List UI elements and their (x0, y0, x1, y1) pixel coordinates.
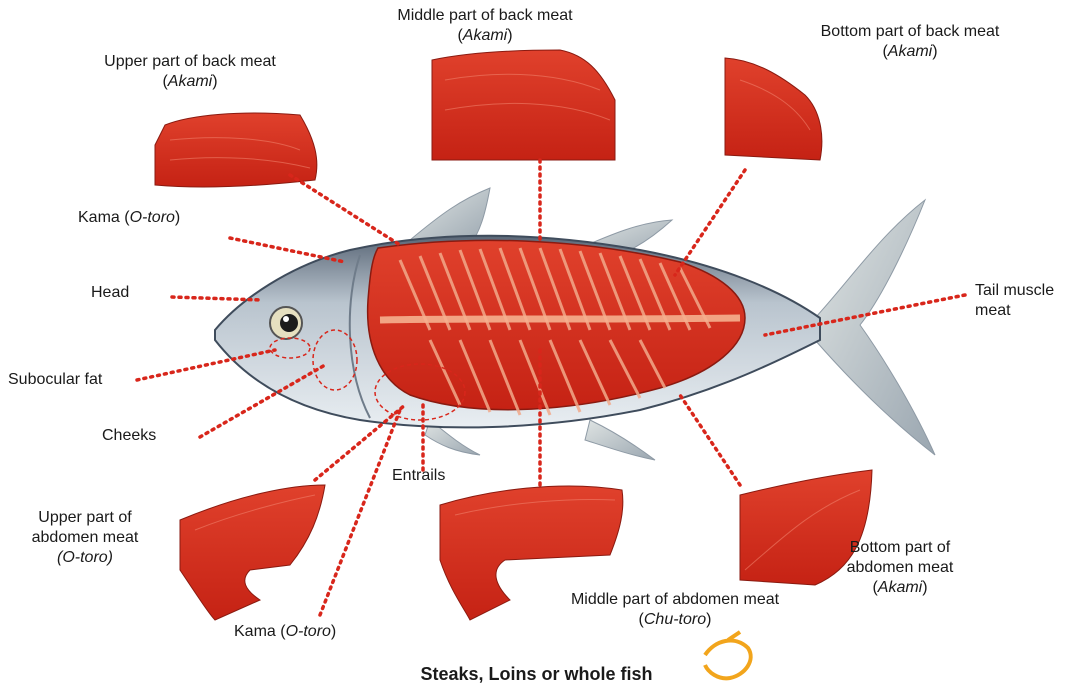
leader-upper-back (290, 175, 400, 245)
cut-upper-abdomen (180, 485, 325, 620)
label-upper-back: Upper part of back meat (Akami) (80, 52, 300, 92)
leader-bottom-abdomen (680, 395, 740, 485)
cut-middle-back (432, 50, 615, 160)
leader-bottom-back (675, 170, 745, 275)
label-kama-top: Kama (O-toro) (78, 208, 180, 228)
spine-line (380, 318, 740, 320)
leader-kama-bottom (320, 410, 400, 615)
label-bottom-abdomen: Bottom part of abdomen meat (Akami) (825, 538, 975, 598)
label-kama-bottom: Kama (O-toro) (234, 622, 336, 642)
leader-kama-top (230, 238, 345, 262)
label-subocular: Subocular fat (8, 370, 102, 390)
label-head: Head (91, 283, 129, 303)
cut-bottom-back (725, 58, 822, 160)
anal-fin (585, 420, 655, 460)
label-middle-back: Middle part of back meat (Akami) (365, 6, 605, 46)
label-upper-abdomen: Upper part of abdomen meat (O-toro) (20, 508, 150, 568)
label-entrails: Entrails (392, 466, 445, 486)
label-tail: Tail muscle meat (975, 281, 1054, 321)
tail-fin (815, 200, 935, 455)
label-cheeks: Cheeks (102, 426, 156, 446)
caption: Steaks, Loins or whole fish (0, 664, 1073, 685)
label-middle-abdomen: Middle part of abdomen meat (Chu-toro) (540, 590, 810, 630)
label-bottom-back: Bottom part of back meat (Akami) (795, 22, 1025, 62)
